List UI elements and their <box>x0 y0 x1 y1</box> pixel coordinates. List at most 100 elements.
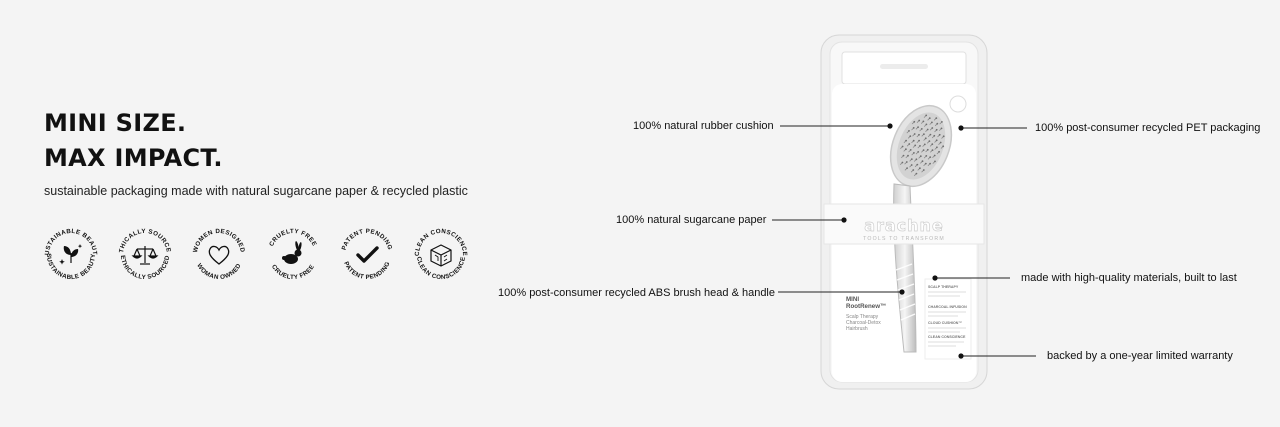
bristle-tip <box>938 150 940 153</box>
badge-ethically-sourced: ETHICALLY SOURCED ETHICALLY SOURCED <box>114 224 176 286</box>
heart-outline-icon <box>208 245 230 265</box>
badge-bottom-text: CRUELTY FREE <box>270 263 316 281</box>
bristle-tip <box>933 134 936 137</box>
bristle-tip <box>936 146 938 149</box>
bristle-tip <box>908 143 911 145</box>
svg-text:CRUELTY FREE: CRUELTY FREE <box>268 228 318 248</box>
badge-women-designed: WOMEN DESIGNED WOMAN OWNED <box>188 224 250 286</box>
bristle-tip <box>941 121 943 123</box>
bristle-tip <box>929 162 931 165</box>
bristle-tip <box>913 152 915 154</box>
callout-sugarcane-paper: 100% natural sugarcane paper <box>616 214 767 226</box>
bristle-tip <box>909 135 912 138</box>
badge-sustainable-beauty: SUSTAINABLE BEAUTY SUSTAINABLE BEAUTY <box>40 224 102 286</box>
bristle-tip <box>918 133 920 136</box>
headline: MINI SIZE. MAX IMPACT. <box>44 106 223 176</box>
svg-text:WOMAN OWNED: WOMAN OWNED <box>195 262 243 281</box>
bristle-tip <box>918 139 920 142</box>
bristle-tip <box>912 127 915 129</box>
svg-text:CRUELTY FREE: CRUELTY FREE <box>270 263 316 281</box>
bristle-tip <box>928 117 931 119</box>
bristle-tip <box>942 145 945 148</box>
product-desc-2: Charcoal-Detox <box>846 320 881 326</box>
scales-icon <box>131 246 159 265</box>
bristle-tip <box>923 143 926 146</box>
callout-abs-brush: 100% post-consumer recycled ABS brush he… <box>498 287 775 299</box>
bristle-tip <box>917 151 920 153</box>
bristle-tip <box>902 154 905 157</box>
rabbit-icon <box>282 241 302 264</box>
callout-warranty: backed by a one-year limited warranty <box>1047 350 1233 362</box>
svg-text:PATENT PENDING: PATENT PENDING <box>341 228 394 251</box>
bristle-tip <box>924 137 927 140</box>
badge-top-text: CRUELTY FREE <box>268 228 317 248</box>
bristle-tip <box>935 117 938 119</box>
product-name-line-1: MINI <box>846 296 859 303</box>
bristle-tip <box>925 114 928 117</box>
cube-icon <box>430 244 452 267</box>
brush-head <box>889 104 953 188</box>
bristle-tip <box>929 133 932 136</box>
bristle-tip <box>918 119 921 122</box>
svg-text:CLEAN CONSCIENCE: CLEAN CONSCIENCE <box>414 228 468 256</box>
feature-label: SCALP THERAPY <box>928 285 959 289</box>
bristle-tip <box>913 120 916 123</box>
bristle-tip <box>910 164 913 166</box>
bristle-tip <box>912 169 915 171</box>
headline-line-2: MAX IMPACT. <box>44 144 223 172</box>
bristle-tip <box>919 145 921 147</box>
callout-materials: made with high-quality materials, built … <box>1021 272 1237 284</box>
badge-patent-pending: PATENT PENDING PATENT PENDING <box>336 224 398 286</box>
badge-clean-conscience: CLEAN CONSCIENCE CLEAN CONSCIENCE <box>410 224 472 286</box>
bristle-tip <box>914 144 917 147</box>
bristle-tip <box>919 167 921 170</box>
callout-pet-packaging: 100% post-consumer recycled PET packagin… <box>1035 122 1261 134</box>
bristle-tip <box>901 161 904 164</box>
bristle-tip <box>908 130 910 132</box>
bristle-tip <box>931 149 934 151</box>
bristle-tip <box>934 160 936 163</box>
bristle-tip <box>940 127 943 130</box>
badge-row: SUSTAINABLE BEAUTY SUSTAINABLE BEAUTY ET… <box>40 224 472 286</box>
bristle-tip <box>907 154 909 157</box>
checkmark-icon <box>356 246 379 263</box>
bristle-tip <box>939 141 942 144</box>
product-desc-1: Scalp Therapy <box>846 314 879 320</box>
bristle-tip <box>920 128 923 130</box>
bristle-tip <box>931 121 933 124</box>
bristle-tip <box>905 139 907 142</box>
headline-line-1: MINI SIZE. <box>44 109 187 137</box>
bristle-tip <box>901 145 904 148</box>
bristle-tip <box>935 128 938 131</box>
bristle-tip <box>917 126 919 128</box>
bristle-tip <box>922 120 925 123</box>
bristle-tip <box>916 163 919 166</box>
bristle-tip <box>931 127 934 129</box>
bristle-tip <box>909 149 912 151</box>
bristle-tip <box>915 158 918 161</box>
bristle-tip <box>929 156 932 158</box>
bristle-tip <box>923 133 925 135</box>
product-desc-3: Hairbrush <box>846 326 868 332</box>
bristle-tip <box>905 148 907 151</box>
bristle-tip <box>931 143 934 146</box>
callout-rubber-cushion: 100% natural rubber cushion <box>633 120 774 132</box>
bristle-tip <box>915 172 918 175</box>
bristle-tip <box>938 133 941 136</box>
bristle-tip <box>919 155 922 158</box>
bristle-tip <box>922 149 925 151</box>
bristle-tip <box>926 128 929 131</box>
badge-bottom-text: PATENT PENDING <box>342 261 391 281</box>
bristle-tip <box>928 140 931 142</box>
badge-top-text: CLEAN CONSCIENCE <box>414 228 468 256</box>
leaves-sparkle-icon <box>59 244 83 265</box>
svg-text:PATENT PENDING: PATENT PENDING <box>342 261 391 281</box>
bristle-tip <box>921 160 924 163</box>
bristle-tip <box>922 169 925 171</box>
badge-top-text: PATENT PENDING <box>341 228 393 251</box>
badge-cruelty-free: CRUELTY FREE CRUELTY FREE <box>262 224 324 286</box>
bristle-tip <box>913 133 916 135</box>
bristle-tip <box>926 148 929 151</box>
bristle-tip <box>935 139 938 142</box>
feature-label: CLEAN CONSCIENCE <box>928 335 966 339</box>
